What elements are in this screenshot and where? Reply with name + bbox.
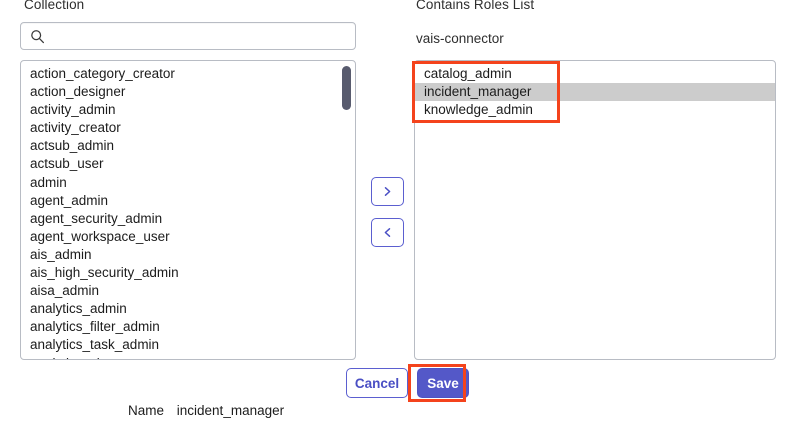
contains-roles-list-label: Contains Roles List	[416, 0, 535, 12]
list-item[interactable]: analytics_task_admin	[30, 337, 160, 353]
list-item[interactable]: catalog_admin	[424, 66, 512, 81]
cancel-button[interactable]: Cancel	[346, 368, 408, 398]
name-row: Name incident_manager	[128, 403, 284, 418]
save-button[interactable]: Save	[417, 368, 469, 398]
list-item[interactable]: agent_workspace_user	[30, 228, 170, 244]
search-icon	[30, 29, 45, 44]
list-item[interactable]: agent_security_admin	[30, 210, 163, 226]
collection-search-input[interactable]	[45, 23, 355, 49]
list-item[interactable]: actsub_user	[30, 156, 104, 172]
list-item[interactable]: agent_admin	[30, 192, 109, 208]
list-item[interactable]: action_designer	[30, 84, 126, 100]
collection-scrollbar-track[interactable]	[342, 62, 354, 358]
list-item[interactable]: activity_admin	[30, 102, 116, 118]
name-value: incident_manager	[176, 403, 285, 418]
chevron-left-icon	[381, 226, 394, 239]
list-item[interactable]: analytics_viewer	[21, 355, 355, 360]
connector-name: vais-connector	[416, 31, 504, 46]
list-item[interactable]: knowledge_admin	[424, 102, 533, 118]
list-item[interactable]: admin	[30, 174, 67, 190]
list-item[interactable]: incident_manager	[415, 83, 775, 102]
list-item[interactable]: analytics_filter_admin	[30, 319, 160, 335]
list-item[interactable]: analytics_admin	[30, 301, 127, 317]
list-item[interactable]: actsub_admin	[30, 138, 115, 154]
transfer-buttons	[371, 177, 405, 247]
collection-search-box[interactable]	[20, 22, 356, 50]
list-item[interactable]: aisa_admin	[30, 283, 100, 299]
move-left-button[interactable]	[371, 218, 404, 247]
chevron-right-icon	[381, 185, 394, 198]
list-item[interactable]: action_category_creator	[30, 66, 175, 81]
footer-actions: Cancel Save	[346, 368, 469, 398]
move-right-button[interactable]	[371, 177, 404, 206]
list-item[interactable]: activity_creator	[30, 120, 121, 136]
list-item[interactable]: ais_high_security_admin	[30, 265, 179, 281]
collection-label: Collection	[24, 0, 85, 12]
list-item[interactable]: ais_admin	[30, 246, 92, 262]
name-label: Name	[128, 403, 165, 418]
collection-scrollbar-thumb[interactable]	[342, 66, 351, 110]
